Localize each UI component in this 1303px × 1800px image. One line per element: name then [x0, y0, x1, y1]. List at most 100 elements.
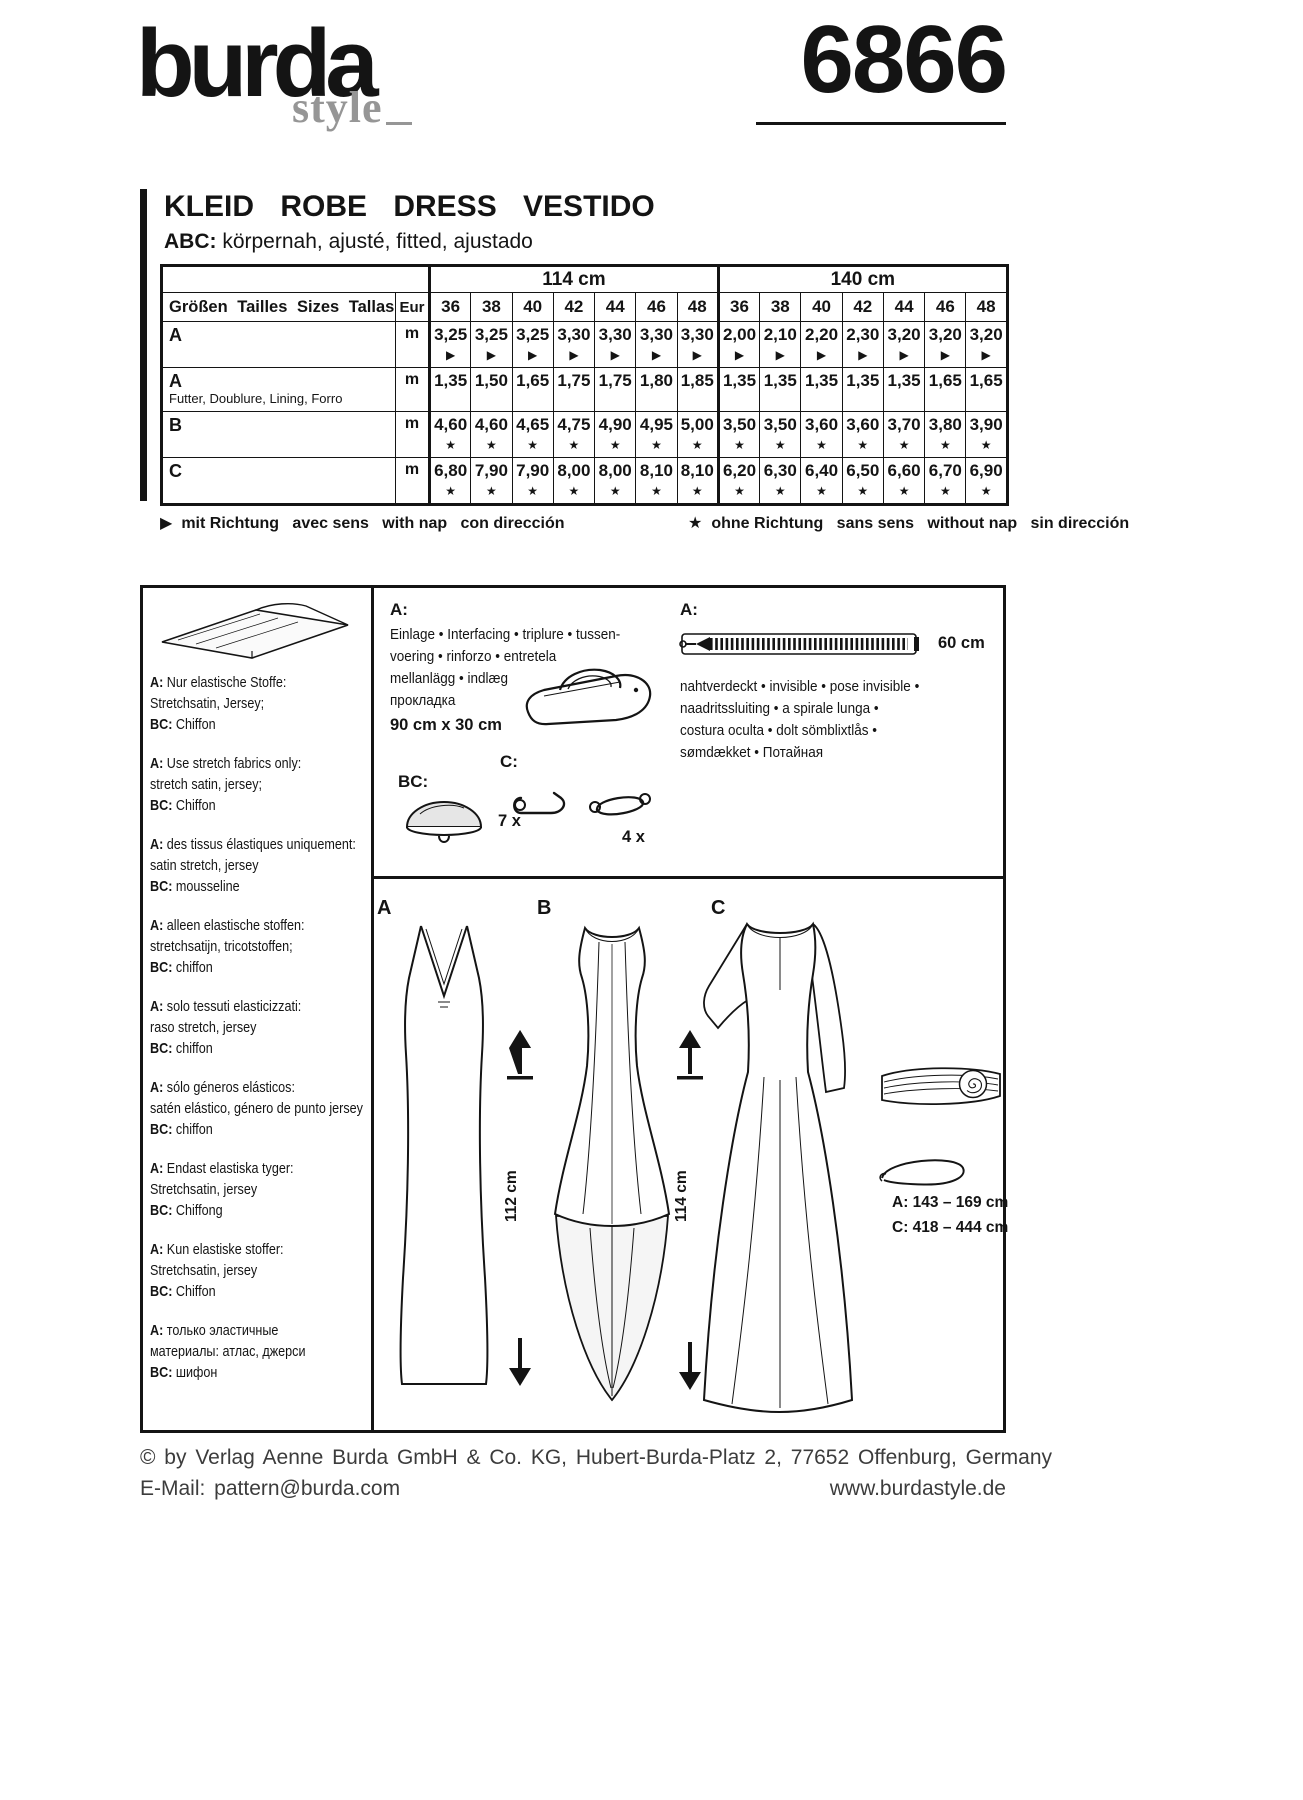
fabric-info-line: BC: шифон [150, 1364, 218, 1381]
no-nap-icon: ★ [857, 438, 869, 452]
fabric-amount-cell: 1,65 [965, 367, 1008, 412]
fabric-info-list: A: Nur elastische Stoffe:Stretchsatin, J… [150, 672, 363, 1401]
fabric-amount-cell: 6,50★ [841, 457, 884, 505]
fabric-amount-cell: 6,60★ [882, 457, 926, 505]
view-a-letter: A [377, 897, 392, 919]
corner-cell [161, 265, 430, 293]
view-b-letter: B [537, 897, 552, 919]
fabric-info-line: A: только эластичные [150, 1322, 279, 1339]
size-header: 38 [759, 292, 802, 322]
fabric-info-entry: A: Use stretch fabrics only:stretch sati… [150, 753, 363, 816]
fabric-info-line: A: solo tessuti elasticizzati: [150, 998, 302, 1015]
view-description: ABC: körpernah, ajusté, fitted, ajustado [164, 230, 533, 254]
dress-a-drawing [399, 925, 489, 1385]
view-a-length: 112 cm [503, 1170, 520, 1222]
logo-underline [386, 122, 412, 125]
eur-header: Eur [395, 292, 430, 322]
nap-icon: ▶ [734, 348, 745, 362]
length-arrow-up-icon [507, 1030, 533, 1080]
fabric-amount: 3,50 [763, 415, 797, 434]
text-line: naadritssluiting • a spirale lunga • [680, 700, 879, 717]
fabric-amount-cell: 3,80★ [924, 411, 967, 458]
fabric-amount-cell: 8,00★ [552, 457, 596, 505]
fabric-amount: 3,30 [639, 325, 673, 344]
fabric-amount: 1,35 [887, 371, 921, 390]
no-nap-icon: ★ [734, 484, 745, 498]
fabric-info-line: stretchsatijn, tricotstoffen; [150, 938, 293, 955]
length-arrow-down-icon [679, 1342, 701, 1390]
fabric-info-line: BC: chiffon [150, 1121, 213, 1138]
zipper-view-label: A: [680, 600, 698, 619]
fabric-amount: 4,65 [516, 415, 550, 434]
fabric-info-entry: A: Kun elastiske stoffer:Stretchsatin, j… [150, 1239, 363, 1302]
fabric-amount: 3,25 [474, 325, 508, 344]
pattern-number: 6866 [800, 6, 1008, 113]
fabric-amount: 3,25 [434, 325, 468, 344]
fabric-info-line: BC: chiffon [150, 959, 213, 976]
dress-c-drawing [702, 921, 854, 1413]
size-header: 46 [635, 292, 678, 322]
fabric-amount: 4,60 [474, 415, 508, 434]
fabric-amount: 6,70 [928, 461, 962, 480]
fabric-amount-cell: 8,10★ [635, 457, 678, 505]
size-header: 40 [800, 292, 843, 322]
fabric-amount: 1,50 [474, 371, 508, 390]
size-header: 46 [924, 292, 967, 322]
view-label-cell: A [161, 321, 396, 368]
fabric-info-line: raso stretch, jersey [150, 1019, 257, 1036]
fabric-amount-cell: 1,35 [716, 367, 761, 412]
no-nap-icon: ★ [651, 484, 662, 498]
nap-icon: ▶ [569, 348, 579, 362]
covered-button-icon [405, 801, 483, 843]
fabric-amount: 3,60 [804, 415, 839, 434]
fabric-amount-cell: 3,70 ★ [882, 411, 926, 458]
fabric-amount: 1,35 [722, 371, 757, 390]
fabric-amount-cell: 8,10★ [676, 457, 719, 505]
text-line: прокладка [390, 692, 456, 709]
iron-icon [525, 668, 652, 726]
fabric-amount: 1,80 [639, 371, 673, 390]
fabric-amount-cell: 3,30▶ [635, 321, 678, 368]
vertical-divider [371, 585, 374, 1433]
fabric-width-group: 140 cm [716, 265, 1008, 293]
no-nap-icon: ★ [568, 484, 580, 498]
nap-icon: ▶ [940, 348, 950, 362]
fabric-amount: 1,35 [804, 371, 839, 390]
fabric-amount: 3,70 [887, 415, 921, 434]
no-nap-icon: ★ [774, 438, 786, 452]
no-nap-icon: ★ [486, 484, 497, 498]
size-header: 38 [470, 292, 513, 322]
no-nap-icon: ★ [816, 484, 827, 498]
text-line: voering • rinforzo • entretela [390, 648, 557, 665]
nap-icon: ▶ [160, 515, 173, 532]
fabric-amount-cell: 3,20▶ [965, 321, 1008, 368]
no-nap-icon: ★ [651, 438, 662, 452]
fabric-info-line: материалы: атлас, джерси [150, 1343, 306, 1360]
fabric-amount: 3,30 [598, 325, 632, 344]
fabric-amount-cell: 6,30★ [759, 457, 802, 505]
no-nap-icon: ★ [980, 484, 992, 498]
fabric-amount-cell: 1,35 [427, 367, 472, 412]
fabric-amount-cell: 6,90★ [965, 457, 1008, 505]
fabric-info-line: A: Endast elastiska tyger: [150, 1160, 294, 1177]
belt-measurement-c: C: 418 – 444 cm [892, 1219, 1009, 1236]
no-nap-icon: ★ [898, 438, 910, 452]
sizes-header: Größen Tailles Sizes Tallas [161, 292, 396, 322]
text-line: mellanlägg • indlæg [390, 670, 509, 687]
belt-loop-icon [879, 1159, 965, 1186]
unit-cell: m [395, 321, 430, 368]
no-nap-icon: ★ [980, 438, 992, 452]
fabric-amount: 6,30 [763, 461, 797, 480]
size-header: 40 [511, 292, 554, 322]
length-arrow-up-icon [677, 1030, 703, 1080]
no-nap-icon: ★ [486, 438, 497, 452]
fabric-amount-cell: 3,50 ★ [759, 411, 802, 458]
interfacing-text: Einlage • Interfacing • triplure • tusse… [390, 624, 620, 712]
fabric-amount: 3,20 [928, 325, 962, 344]
text-line: sømdækket • Потайная [680, 744, 824, 761]
fabric-amount-cell: 1,35 [800, 367, 843, 412]
fabric-amount-cell: 4,65★ [511, 411, 554, 458]
view-b-length: 114 cm [673, 1170, 690, 1222]
